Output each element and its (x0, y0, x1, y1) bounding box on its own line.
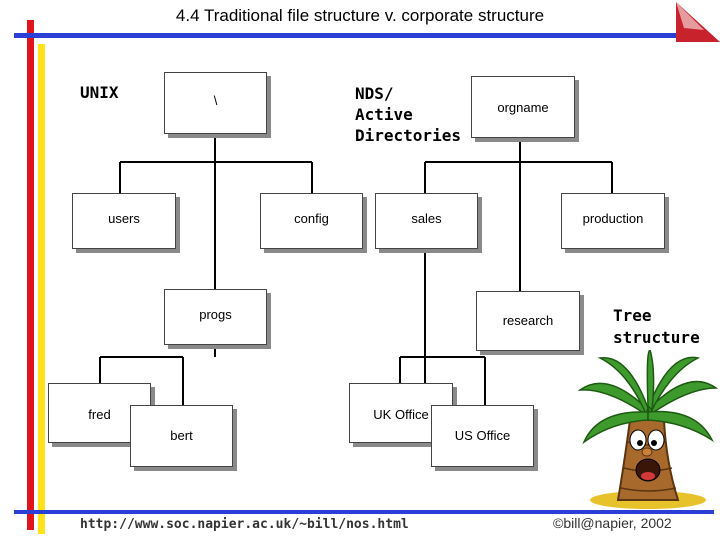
unix-fred-label: fred (88, 407, 111, 422)
nds-sales-node: sales (375, 193, 478, 249)
blue-top-bar (14, 33, 704, 38)
unix-root-label: \ (213, 93, 218, 108)
nds-label-line1: NDS/ (355, 84, 394, 103)
nds-root-node: orgname (471, 76, 575, 138)
unix-bert-node: bert (130, 405, 233, 467)
footer-url: http://www.soc.napier.ac.uk/~bill/nos.ht… (80, 517, 409, 532)
unix-users-label: users (108, 211, 140, 226)
blue-bottom-bar (14, 510, 714, 514)
nds-us-office-label: US Office (454, 428, 511, 443)
nds-root-label: orgname (497, 100, 549, 115)
unix-users-node: users (72, 193, 176, 249)
unix-bert-label: bert (170, 428, 193, 443)
slide-title: 4.4 Traditional file structure v. corpor… (175, 6, 545, 25)
tree-label-line1: Tree (613, 306, 652, 325)
nds-research-label: research (502, 313, 554, 328)
footer-copyright: ©bill@napier, 2002 (553, 515, 672, 531)
unix-config-node: config (260, 193, 363, 249)
nds-production-label: production (582, 211, 644, 226)
nds-research-node: research (476, 291, 580, 351)
unix-progs-node: progs (164, 289, 267, 345)
page-corner-icon (676, 2, 720, 42)
red-vertical-bar (27, 20, 34, 530)
unix-label: UNIX (80, 83, 119, 102)
yellow-vertical-bar (38, 44, 45, 534)
tree-structure-label: Tree structure (613, 305, 700, 349)
nds-label: NDS/ Active Directories (355, 83, 461, 146)
nds-production-node: production (561, 193, 665, 249)
nds-label-line3: Directories (355, 126, 461, 145)
unix-progs-label: progs (199, 307, 232, 322)
palm-tree-icon (578, 350, 718, 509)
unix-config-label: config (294, 211, 329, 226)
tree-label-line2: structure (613, 328, 700, 347)
nds-us-office-node: US Office (431, 405, 534, 467)
nds-sales-label: sales (411, 211, 442, 226)
nds-label-line2: Active (355, 105, 413, 124)
unix-root-node: \ (164, 72, 267, 134)
nds-uk-office-label: UK Office (373, 407, 429, 422)
